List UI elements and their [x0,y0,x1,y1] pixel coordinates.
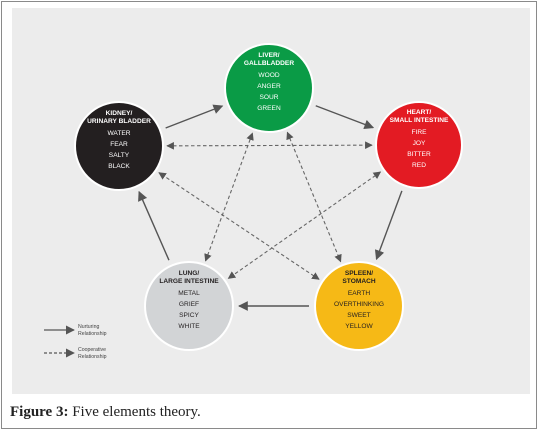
spleen-title-line: STOMACH [342,278,375,285]
links-layer [138,104,403,311]
spleen-circle [314,261,404,351]
kidney-attribute: SALTY [109,152,130,159]
caption-text: Five elements theory. [72,404,201,420]
figure-caption: Figure 3: Five elements theory. [10,404,201,421]
heart-title-line: SMALL INTESTINE [390,117,449,124]
heart-attribute: BITTER [407,151,431,158]
diagram-canvas: LIVER/GALLBLADDER WOOD ANGER SOUR GREEN HEART… [44,43,463,360]
liver-title-line: GALLBLADDER [244,60,294,67]
lung-attribute: METAL [178,290,200,297]
lung-attribute: GRIEF [179,301,199,308]
lung-title-line: LARGE INTESTINE [159,278,219,285]
lung-attribute: WHITE [178,323,200,330]
spleen-attribute: EARTH [348,290,370,297]
legend-cooperative-label-1: Cooperative [78,347,106,353]
spleen-title-line: SPLEEN/ [345,270,373,277]
lung-attribute: SPICY [179,312,199,319]
kidney-attribute: FEAR [110,141,128,148]
nurturing-arrow-kidney-to-liver [165,104,224,129]
element-lung: LUNG/LARGE INTESTINE METAL GRIEF SPICY WHITE [144,261,234,351]
heart-attribute: RED [412,162,426,169]
heart-attribute: JOY [413,140,426,147]
heart-attribute: FIRE [411,129,427,136]
liver-attribute: WOOD [258,72,279,79]
heart-circle [375,101,463,189]
liver-attribute: ANGER [257,83,281,90]
element-heart: HEART/SMALL INTESTINE FIRE JOY BITTER RED [375,101,463,189]
liver-attribute: SOUR [259,94,278,101]
cooperative-arrow-kidney-heart [166,141,373,150]
nurturing-arrow-heart-to-spleen [374,190,403,261]
kidney-attribute: BLACK [108,163,130,170]
spleen-attribute: SWEET [347,312,370,319]
kidney-circle [74,101,164,191]
kidney-title-line: URINARY BLADDER [87,118,151,125]
lung-circle [144,261,234,351]
liver-circle [224,43,314,133]
cooperative-arrow-spleen-kidney [158,172,320,280]
kidney-title-line: KIDNEY/ [106,110,133,117]
nurturing-arrow-lung-to-kidney [138,190,170,261]
kidney-attribute: WATER [107,130,130,137]
spleen-attribute: OVERTHINKING [334,301,384,308]
cooperative-arrow-lung-liver [204,132,254,262]
lung-title-line: LUNG/ [179,270,200,277]
liver-attribute: GREEN [257,105,281,112]
five-elements-diagram: LIVER/GALLBLADDER WOOD ANGER SOUR GREEN HEART… [12,8,530,394]
legend-nurturing-label-1: Nurturing [78,324,99,330]
element-liver: LIVER/GALLBLADDER WOOD ANGER SOUR GREEN [224,43,314,133]
legend-nurturing-label-2: Relationship [78,331,107,337]
caption-label: Figure 3: [10,404,69,420]
liver-title-line: LIVER/ [258,52,279,59]
element-kidney: KIDNEY/URINARY BLADDER WATER FEAR SALTY BLAC… [74,101,164,191]
nurturing-arrow-liver-to-heart [315,105,375,130]
nodes-layer: LIVER/GALLBLADDER WOOD ANGER SOUR GREEN HEART… [74,43,463,351]
element-spleen: SPLEEN/STOMACH EARTH OVERTHINKING SWEET YELL… [314,261,404,351]
legend: Nurturing Relationship Cooperative Relat… [44,324,107,360]
heart-title-line: HEART/ [407,109,432,116]
cooperative-arrow-liver-spleen [286,131,342,263]
legend-cooperative-label-2: Relationship [78,354,107,360]
spleen-attribute: YELLOW [345,323,373,330]
